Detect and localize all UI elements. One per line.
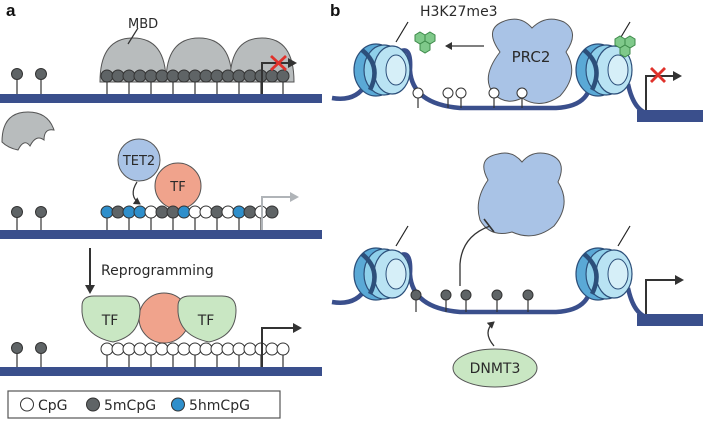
legend: CpG 5mCpG 5hmCpG: [7, 390, 281, 419]
unmethylated-cpg-cluster: [100, 342, 290, 356]
prc2-complex-released: [477, 152, 565, 237]
cpg-methylated: [35, 206, 47, 218]
cpg-methylated: [11, 206, 23, 218]
panel-b-bottom: DNMT3: [331, 152, 703, 388]
legend-5mcpg-label: 5mCpG: [104, 398, 156, 414]
unmethylated-cpg-sites: [412, 87, 528, 108]
gene-body-active: [637, 314, 703, 326]
prc2-complex: [487, 18, 573, 104]
nucleosome-left-active: [354, 248, 410, 300]
panel-a-label: a: [6, 1, 16, 20]
prc2-label: PRC2: [512, 48, 551, 66]
h3k27me3-label: H3K27me3: [420, 4, 498, 20]
legend-5mcpg-marker: [86, 397, 100, 412]
methylated-cpg-cluster: [100, 69, 290, 83]
panel-a-row-3: TF TF: [0, 292, 322, 376]
transcription-blocked-x-b: [650, 67, 666, 83]
panel-a-row-2: TF TET2: [0, 111, 322, 239]
dna-strand: [0, 230, 322, 239]
transcription-blocked-x: [270, 54, 287, 72]
tf-label: TF: [169, 180, 185, 195]
tf-label-left: TF: [101, 313, 119, 329]
dnmt3-methylation-arrow: [486, 321, 495, 347]
tss-arrow: [261, 58, 297, 94]
legend-cpg-label: CpG: [38, 398, 68, 414]
tss-arrow-repressed: [645, 71, 682, 110]
tss-arrow-active: [261, 323, 302, 367]
histone-tail-left: [395, 21, 409, 43]
legend-box: [7, 390, 281, 419]
dnmt3-label: DNMT3: [470, 361, 521, 377]
panel-b-top: H3K27me3 PRC2: [331, 4, 703, 122]
tss-arrow-weak: [261, 192, 299, 230]
mbd-label: MBD: [128, 17, 158, 32]
nucleosome-right-active: [576, 248, 632, 300]
cpg-methylated: [35, 342, 47, 354]
h3k27me3-mark: [414, 31, 436, 54]
gene-body: [637, 110, 703, 122]
panel-a-row-1: MBD: [0, 17, 322, 103]
cpg-methylated: [11, 68, 23, 80]
reprogramming-label: Reprogramming: [101, 263, 214, 279]
tf-protein-right: [177, 295, 237, 343]
nucleosome-left: [354, 44, 410, 96]
inhibition-line: [459, 225, 491, 286]
legend-5hmcpg-label: 5hmCpG: [189, 398, 250, 414]
methylated-cpg-sites: [410, 289, 534, 312]
mixed-cpg-cluster: [100, 205, 279, 219]
tf-protein-left: [81, 295, 141, 343]
legend-cpg-marker: [20, 397, 34, 412]
tet2-label: TET2: [122, 154, 155, 169]
tss-arrow-expressed: [645, 275, 684, 314]
tet2-protein: [117, 138, 161, 182]
panel-b-label: b: [330, 1, 340, 20]
cpg-methylated: [35, 68, 47, 80]
mbd-protein-released: [1, 111, 55, 151]
cpg-methylated: [11, 342, 23, 354]
tf-label-right: TF: [197, 313, 215, 329]
dna-strand: [0, 94, 322, 103]
dnmt3-protein: [452, 348, 538, 388]
dna-strand: [0, 367, 322, 376]
legend-5hmcpg-marker: [171, 397, 185, 412]
